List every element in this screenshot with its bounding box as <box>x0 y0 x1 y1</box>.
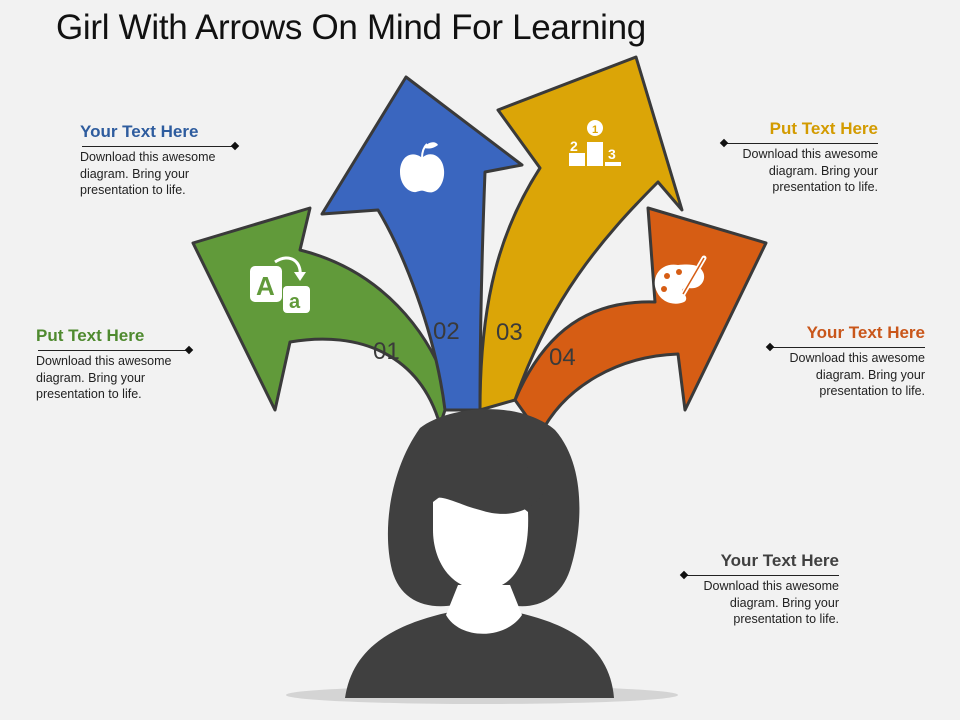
callout-middle-left: Put Text Here Download this awesome diag… <box>36 326 196 403</box>
callout-heading: Your Text Here <box>806 323 925 342</box>
callout-divider <box>684 575 839 576</box>
callout-bottom-right: Your Text Here Download this awesome dia… <box>678 551 839 628</box>
apple-icon <box>400 142 445 193</box>
callout-heading: Put Text Here <box>36 326 145 345</box>
callout-heading: Your Text Here <box>720 551 839 570</box>
arrow-03 <box>478 55 684 412</box>
callout-body: Download this awesome diagram. Bring you… <box>80 150 216 197</box>
step-number-04: 04 <box>549 344 576 371</box>
step-number-01: 01 <box>373 338 400 365</box>
arrow-04 <box>513 206 768 437</box>
callout-heading: Put Text Here <box>769 119 878 138</box>
girl-bangs <box>420 449 545 514</box>
callout-divider <box>770 347 925 348</box>
callout-body: Download this awesome diagram. Bring you… <box>742 147 879 194</box>
svg-text:a: a <box>289 291 301 313</box>
callout-top-right: Put Text Here Download this awesome diag… <box>718 119 878 196</box>
girl-body <box>345 612 614 698</box>
girl-neck <box>446 585 522 634</box>
girl-silhouette <box>345 409 614 698</box>
arrow-02 <box>320 75 524 412</box>
callout-divider <box>38 350 190 351</box>
svg-text:3: 3 <box>608 146 616 162</box>
callout-body: Download this awesome diagram. Bring you… <box>789 351 926 398</box>
letters-aa-icon: A a <box>250 256 310 313</box>
step-number-03: 03 <box>496 319 523 346</box>
palette-brush-icon <box>654 255 707 304</box>
svg-text:1: 1 <box>592 124 598 136</box>
step-number-02: 02 <box>433 318 460 345</box>
callout-heading: Your Text Here <box>80 122 199 141</box>
callout-divider <box>724 143 878 144</box>
callout-top-left: Your Text Here Download this awesome dia… <box>80 122 240 199</box>
callout-divider <box>82 146 235 147</box>
callout-middle-right: Your Text Here Download this awesome dia… <box>764 323 925 400</box>
svg-text:A: A <box>256 271 275 301</box>
callout-body: Download this awesome diagram. Bring you… <box>36 354 172 401</box>
arrow-01 <box>191 206 452 427</box>
slide-title: Girl With Arrows On Mind For Learning <box>56 8 646 47</box>
podium-icon: 1 2 3 <box>569 120 621 166</box>
callout-body: Download this awesome diagram. Bring you… <box>703 579 840 626</box>
svg-text:2: 2 <box>570 138 578 154</box>
